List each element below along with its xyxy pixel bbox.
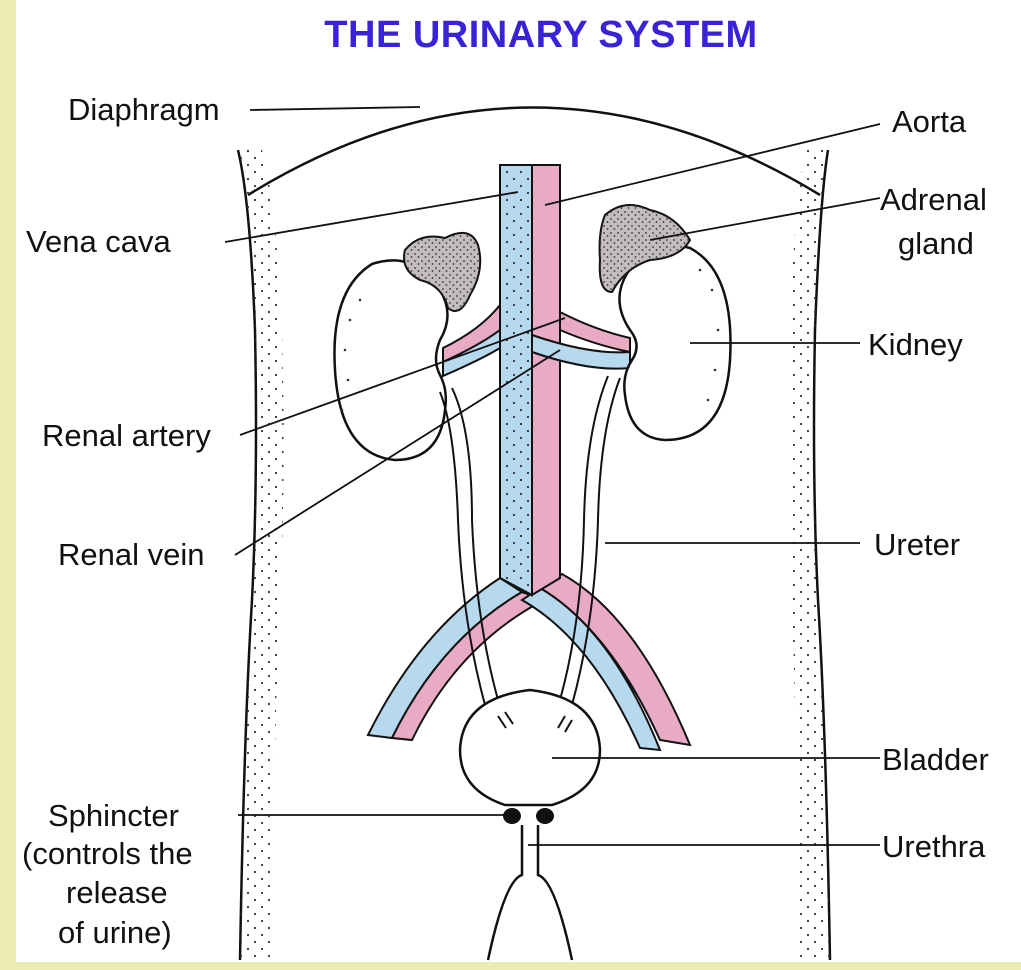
label-sphincter-4: of urine) xyxy=(58,915,172,950)
label-sphincter-1: Sphincter xyxy=(48,798,179,833)
label-renal-artery: Renal artery xyxy=(42,418,211,453)
sphincter-dots xyxy=(503,808,554,824)
label-urethra: Urethra xyxy=(882,829,986,864)
left-kidney-shape xyxy=(334,260,447,460)
aorta-trunk xyxy=(532,165,560,595)
label-renal-vein: Renal vein xyxy=(58,537,204,572)
label-sphincter-3: release xyxy=(66,875,168,910)
label-adrenal-2: gland xyxy=(898,226,974,261)
label-vena-cava: Vena cava xyxy=(26,224,172,259)
label-ureter: Ureter xyxy=(874,527,960,562)
label-sphincter-2: (controls the xyxy=(22,836,193,871)
label-aorta: Aorta xyxy=(892,104,967,139)
label-kidney: Kidney xyxy=(868,327,963,362)
label-diaphragm: Diaphragm xyxy=(68,92,220,127)
diaphragm-leader xyxy=(250,107,420,110)
bladder-shape xyxy=(460,690,600,805)
label-adrenal-1: Adrenal xyxy=(880,182,987,217)
label-bladder: Bladder xyxy=(882,742,989,777)
aorta-leader xyxy=(545,124,880,205)
adrenal-leader xyxy=(650,198,880,240)
